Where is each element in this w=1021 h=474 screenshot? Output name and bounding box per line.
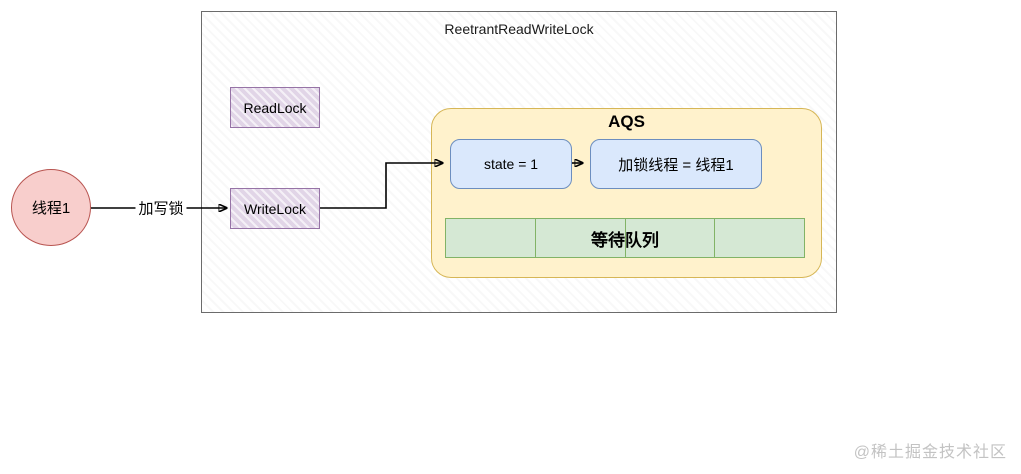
aqs-title: AQS	[608, 112, 645, 131]
state-box-label: state = 1	[483, 156, 539, 172]
write-lock-edge-label: 加写锁	[135, 197, 187, 219]
write-lock-box: WriteLock	[230, 188, 320, 229]
write-lock-label: WriteLock	[244, 200, 306, 217]
thread1-label: 线程1	[31, 200, 71, 217]
watermark: @稀土掘金技术社区	[853, 444, 1007, 461]
wait-queue-cell	[624, 219, 715, 257]
read-lock-label: ReadLock	[243, 99, 307, 116]
wait-queue-cell	[534, 219, 625, 257]
wait-queue-cell	[446, 219, 535, 257]
wait-queue-cell	[714, 219, 804, 257]
read-lock-box: ReadLock	[230, 87, 320, 128]
owner-thread-box: 加锁线程 = 线程1	[590, 139, 762, 189]
owner-thread-label: 加锁线程 = 线程1	[618, 156, 734, 174]
thread1-circle: 线程1	[11, 169, 91, 246]
outer-box-title: ReetrantReadWriteLock	[444, 21, 594, 37]
state-box: state = 1	[450, 139, 572, 189]
wait-queue-table	[445, 218, 805, 258]
